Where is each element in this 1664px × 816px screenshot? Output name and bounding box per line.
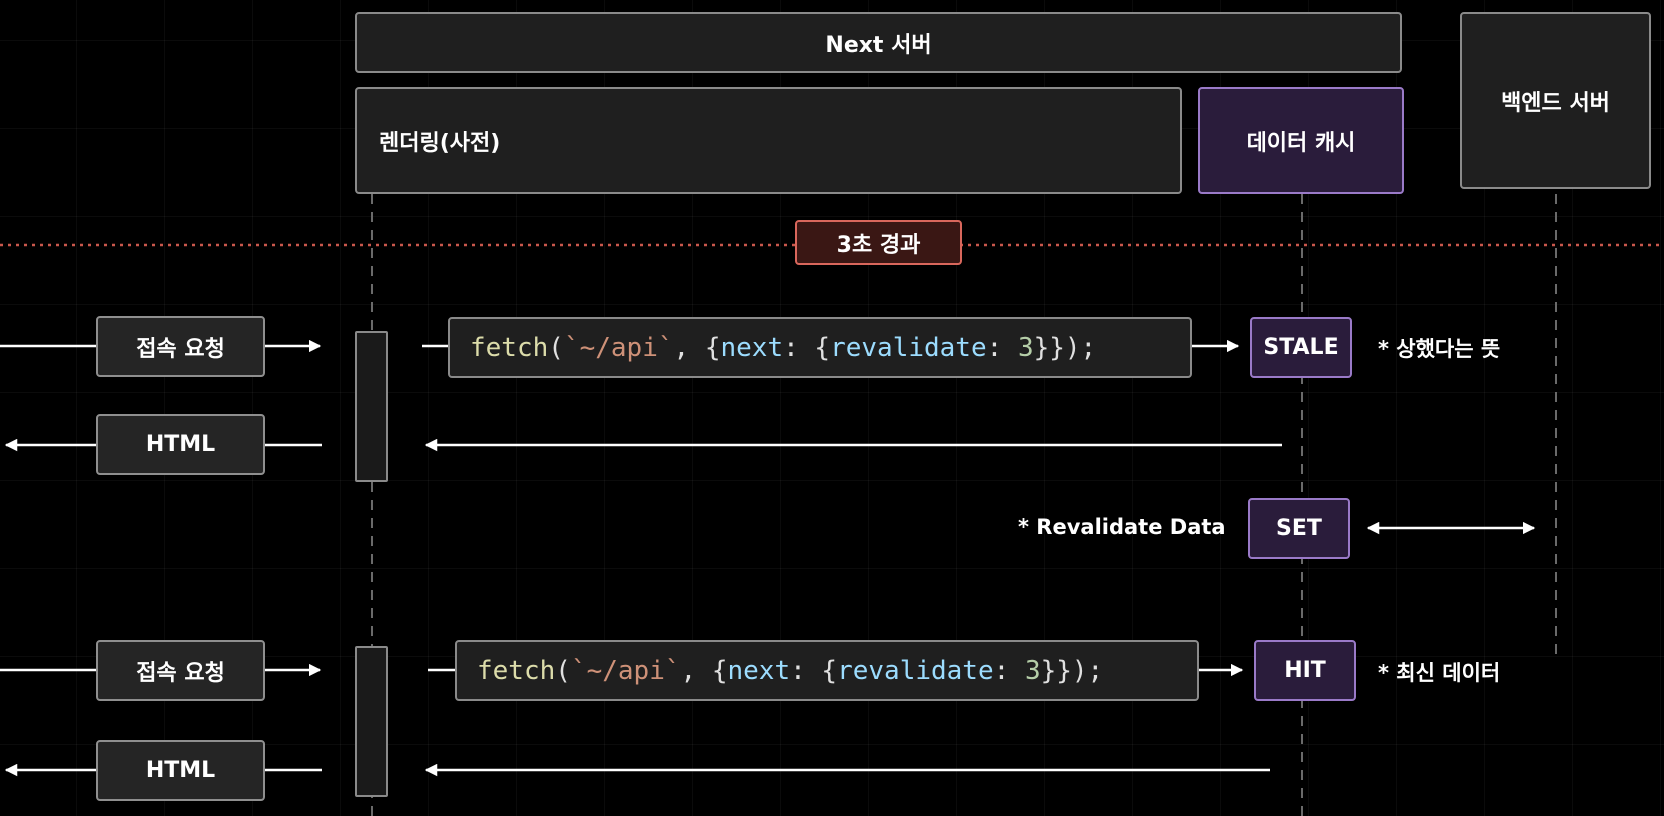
request-label-1: 접속 요청 — [136, 336, 225, 362]
stale-label: STALE — [1263, 335, 1339, 360]
fetch-mid2-1: : { — [783, 332, 831, 363]
data-cache-header: 데이터 캐시 — [1198, 87, 1404, 194]
render-activation-2 — [355, 646, 388, 797]
hit-note: * 최신 데이터 — [1378, 661, 1501, 685]
fetch-close-1: }}); — [1033, 332, 1097, 363]
fetch-fn-2: fetch — [477, 655, 556, 686]
fetch-url-1: `~/api` — [563, 332, 674, 363]
fetch-call-1: fetch(`~/api`, {next: {revalidate: 3}}); — [448, 317, 1192, 378]
stale-badge: STALE — [1250, 317, 1352, 378]
fetch-key1-2: next — [727, 655, 791, 686]
request-box-2: 접속 요청 — [96, 640, 265, 701]
set-badge: SET — [1248, 498, 1350, 559]
html-box-1: HTML — [96, 414, 265, 475]
html-label-2: HTML — [145, 758, 216, 783]
fetch-open-2: ( — [555, 655, 571, 686]
revalidate-note: * Revalidate Data — [1018, 515, 1226, 539]
fetch-close-2: }}); — [1040, 655, 1104, 686]
request-box-1: 접속 요청 — [96, 316, 265, 377]
next-server-header: Next 서버 — [355, 12, 1402, 73]
fetch-mid1-1: , { — [673, 332, 721, 363]
set-label: SET — [1276, 516, 1322, 541]
hit-badge: HIT — [1254, 640, 1356, 701]
next-server-label: Next 서버 — [825, 32, 932, 58]
timer-badge: 3초 경과 — [795, 220, 962, 265]
render-activation-1 — [355, 331, 388, 482]
rendering-header: 렌더링(사전) — [355, 87, 1182, 194]
fetch-url-2: `~/api` — [570, 655, 681, 686]
html-box-2: HTML — [96, 740, 265, 801]
html-label-1: HTML — [145, 432, 216, 457]
rendering-label: 렌더링(사전) — [379, 130, 501, 156]
fetch-call-2: fetch(`~/api`, {next: {revalidate: 3}}); — [455, 640, 1199, 701]
fetch-key2-1: revalidate — [830, 332, 987, 363]
fetch-mid3-2: : — [993, 655, 1025, 686]
stale-note: * 상했다는 뜻 — [1378, 337, 1501, 361]
fetch-num-1: 3 — [1017, 332, 1034, 363]
fetch-open-1: ( — [548, 332, 564, 363]
fetch-mid3-1: : — [986, 332, 1018, 363]
fetch-key2-2: revalidate — [837, 655, 994, 686]
timer-badge-label: 3초 경과 — [836, 232, 921, 258]
backend-server-header: 백엔드 서버 — [1460, 12, 1651, 189]
fetch-num-2: 3 — [1024, 655, 1041, 686]
fetch-fn-1: fetch — [470, 332, 549, 363]
backend-server-label: 백엔드 서버 — [1501, 90, 1610, 116]
fetch-mid2-2: : { — [790, 655, 838, 686]
data-cache-label: 데이터 캐시 — [1246, 130, 1356, 156]
fetch-key1-1: next — [720, 332, 784, 363]
hit-label: HIT — [1284, 658, 1326, 683]
fetch-mid1-2: , { — [680, 655, 728, 686]
request-label-2: 접속 요청 — [136, 660, 225, 686]
